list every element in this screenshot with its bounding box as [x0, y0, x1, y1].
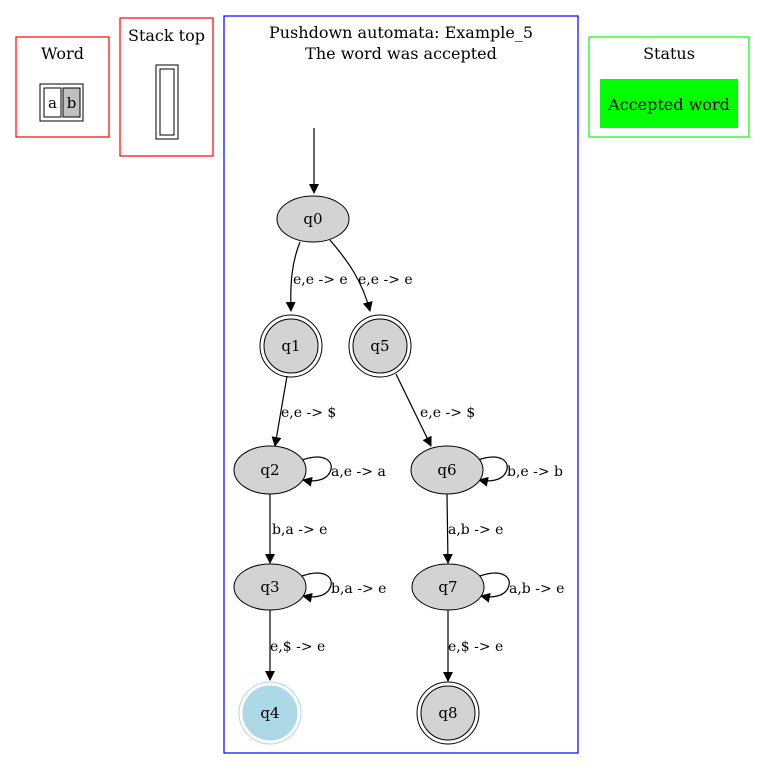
edge-label-q2-q2: a,e -> a [331, 464, 386, 480]
edge-q7-q7-loop [479, 572, 510, 603]
state-q7-shape [411, 563, 485, 611]
state-q3-label: q3 [260, 578, 279, 596]
state-q4-shape [242, 685, 298, 741]
word-panel-border [15, 36, 110, 138]
edge-q6-q6-loop [477, 456, 508, 487]
word-letter-box-1 [43, 87, 62, 118]
stack-panel-border [119, 17, 214, 157]
states: q0 q1 q5 q2 q6 q3 q7 [233, 195, 485, 745]
status-message-box [600, 79, 738, 128]
state-q1-outer-ring [259, 314, 323, 378]
state-q4-outer-ring [238, 681, 302, 745]
edge-label-q3-q3: b,a -> e [331, 581, 386, 597]
state-q0-label: q0 [303, 210, 322, 228]
edge-q2-q2-loop [301, 456, 332, 487]
state-q6: q6 [410, 445, 484, 495]
status-panel-border [588, 36, 750, 138]
edge-label-q6-q6: b,e -> b [507, 464, 563, 480]
state-q8-shape [420, 685, 476, 741]
edge-q5-q6 [395, 373, 432, 447]
state-q6-label: q6 [437, 461, 456, 479]
state-q8: q8 [416, 681, 480, 745]
state-q1-shape [263, 318, 319, 374]
state-q1-label: q1 [281, 337, 300, 355]
edge-label-q6-q7: a,b -> e [448, 522, 503, 538]
state-q4-label: q4 [260, 704, 279, 722]
status-panel: Status Accepted word [588, 36, 750, 138]
automaton-subtitle: The word was accepted [305, 44, 497, 63]
edge-q1-q2 [271, 375, 288, 447]
edge-label-q2-q3: b,a -> e [272, 522, 327, 538]
state-q3-shape [233, 563, 307, 611]
edge-label-q5-q6: e,e -> $ [420, 405, 475, 421]
state-q5-label: q5 [370, 337, 389, 355]
edge-q0-q5 [329, 239, 373, 312]
state-q5-shape [352, 318, 408, 374]
word-letter-box-2 [62, 87, 81, 118]
word-letter-2: b [67, 94, 77, 112]
state-q1: q1 [259, 314, 323, 378]
stack-box-outer [155, 64, 179, 140]
state-q4: q4 [238, 681, 302, 745]
state-q3: q3 [233, 563, 307, 611]
state-q2-shape [233, 445, 307, 495]
word-box-outer [39, 83, 84, 122]
edge-label-q0-q5: e,e -> e [358, 272, 413, 288]
status-panel-title: Status [643, 44, 695, 63]
state-q8-label: q8 [438, 704, 457, 722]
word-panel: Word a b [15, 36, 110, 138]
state-q0-shape [276, 195, 350, 243]
automaton-panel: Pushdown automata: Example_5 The word wa… [223, 15, 579, 754]
stack-box-inner [159, 68, 175, 136]
edge-q3-q3-loop [301, 572, 332, 603]
edge-label-q1-q2: e,e -> $ [281, 405, 336, 421]
edge-q0-q1 [285, 241, 301, 312]
automaton-title: Pushdown automata: Example_5 [269, 23, 533, 42]
edges: e,e -> e e,e -> e e,e -> $ e,e -> $ a,e … [265, 239, 564, 682]
word-panel-title: Word [41, 44, 84, 63]
state-q6-shape [410, 445, 484, 495]
state-q7-label: q7 [438, 578, 457, 596]
word-letter-1: a [48, 94, 57, 112]
edge-q6-q7 [442, 493, 453, 564]
edge-label-q0-q1: e,e -> e [293, 272, 348, 288]
state-q5-outer-ring [348, 314, 412, 378]
status-message: Accepted word [607, 95, 730, 114]
automaton-panel-border [223, 15, 579, 754]
stack-panel-title: Stack top [128, 26, 205, 45]
state-q0: q0 [276, 195, 350, 243]
state-q7: q7 [411, 563, 485, 611]
edge-label-q7-q7: a,b -> e [509, 581, 564, 597]
state-q2-label: q2 [260, 461, 279, 479]
stack-panel: Stack top [119, 17, 214, 157]
state-q2: q2 [233, 445, 307, 495]
state-q8-outer-ring [416, 681, 480, 745]
edge-label-q3-q4: e,$ -> e [270, 639, 325, 655]
edge-label-q7-q8: e,$ -> e [448, 639, 503, 655]
state-q5: q5 [348, 314, 412, 378]
